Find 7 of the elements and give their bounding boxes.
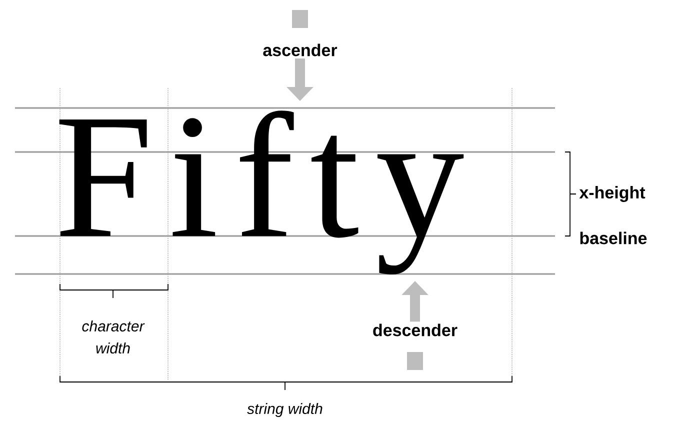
label-text: baseline	[580, 232, 647, 244]
label-text: descender	[373, 324, 458, 336]
label-text: x-height	[579, 186, 646, 202]
dimension-label: character width	[82, 320, 145, 354]
label-text: ascender	[263, 44, 338, 56]
big-word: Fifty	[59, 110, 464, 274]
dimension-label: string width	[247, 403, 322, 417]
